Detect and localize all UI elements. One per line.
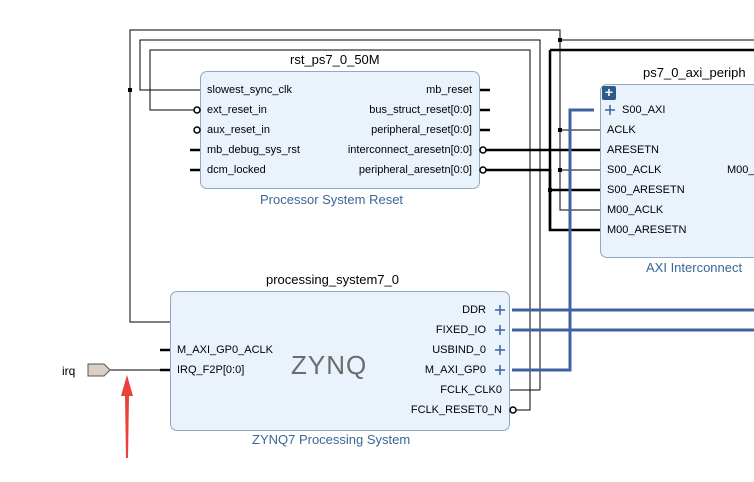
pin-aux-reset-in: aux_reset_in [207,124,270,136]
pin-interconnect-aresetn: interconnect_aresetn[0:0] [347,144,472,156]
pin-mb-debug-sys-rst: mb_debug_sys_rst [207,144,300,156]
clock-wire-zynq [129,90,170,323]
pin-bus-struct-reset: bus_struct_reset[0:0] [369,104,472,116]
annotation-arrow [121,375,133,458]
peripheral-aresetn-wire [486,168,600,232]
axi-block-title: ps7_0_axi_periph [643,65,746,80]
irq-port [87,363,111,377]
zynq-block[interactable] [170,291,510,431]
clock-wire-top [129,29,561,90]
pin-ext-reset-in: ext_reset_in [207,104,267,116]
pin-s00-aresetn: S00_ARESETN [607,184,685,196]
pin-mb-reset: mb_reset [426,84,472,96]
pin-ddr: DDR [462,304,486,316]
zynq-block-subtitle: ZYNQ7 Processing System [252,432,411,447]
pin-fclk-clk0: FCLK_CLK0 [440,384,502,396]
pin-peripheral-aresetn: peripheral_aresetn[0:0] [358,164,472,176]
axi-gp0-bus [512,108,594,372]
pin-m-axi-gp0-aclk: M_AXI_GP0_ACLK [177,344,273,356]
reset-block-subtitle: Processor System Reset [260,192,404,207]
zynq-block-title: processing_system7_0 [266,272,399,287]
pin-aresetn: ARESETN [607,144,659,156]
pin-m00-axi: M00_AXI [727,164,754,176]
expand-icon[interactable]: + [602,85,616,100]
pin-peripheral-reset: peripheral_reset[0:0] [371,124,472,136]
zynq-logo: ZYNQ [291,350,368,380]
reset-wire [149,49,531,411]
pin-m00-aclk: M00_ACLK [607,204,664,216]
pin-aclk: ACLK [607,124,636,136]
reset-block-title: rst_ps7_0_50M [290,52,380,67]
irq-port-label: irq [62,364,76,378]
clock-axi-drop [559,40,600,211]
pin-irq-f2p: IRQ_F2P[0:0] [177,364,245,376]
pin-m-axi-gp0: M_AXI_GP0 [424,364,486,376]
reset-block[interactable] [200,71,480,189]
clock-wire [139,39,541,390]
pin-s00-aclk: S00_ACLK [607,164,662,176]
pin-s00-axi: S00_AXI [622,104,666,116]
pin-usbind-0: USBIND_0 [432,344,486,356]
axi-block[interactable] [600,84,754,258]
pin-dcm-locked: dcm_locked [207,164,266,176]
pin-slowest-sync-clk: slowest_sync_clk [207,84,292,96]
pin-fixed-io: FIXED_IO [435,324,486,336]
pin-fclk-reset0-n: FCLK_RESET0_N [410,404,502,416]
pin-m00-aresetn: M00_ARESETN [607,224,687,236]
axi-block-subtitle: AXI Interconnect [646,260,743,275]
